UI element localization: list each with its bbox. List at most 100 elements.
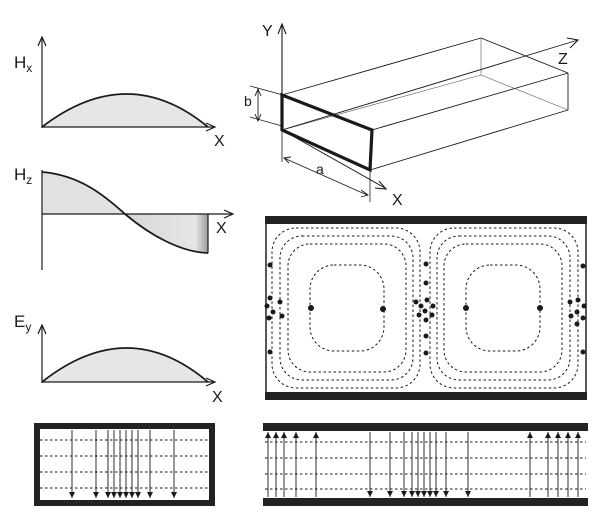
box-edge [371,72,569,131]
guide-y-label: Y [262,23,273,40]
ey-plot: Ey X [14,312,223,406]
end-view-arrows [69,430,177,498]
field-arrowhead [93,492,99,498]
field-arrowhead [105,492,111,498]
field-arrowhead [555,432,561,438]
end-view-e-field [34,423,215,506]
dim-b-ext-bottom [249,116,283,127]
field-dot [567,299,573,305]
field-dot [463,305,469,311]
field-arrowhead [443,491,449,497]
field-loop [279,235,414,381]
field-dot [537,305,543,311]
field-dot [413,299,419,305]
field-loop [436,235,571,381]
left-cell-loops [271,227,421,389]
svg-text:Hx: Hx [14,53,32,75]
field-dot [266,315,272,321]
field-arrowhead [527,432,533,438]
box-hidden-edge [281,74,482,131]
field-arrowhead [367,491,373,497]
hx-label: H [14,53,26,72]
field-dot [580,263,586,269]
field-dot [423,261,429,267]
field-arrowhead [545,432,551,438]
field-dot [267,262,273,268]
dim-b-ext-top [249,85,284,96]
field-dot [277,299,283,305]
box-edge [480,37,569,74]
field-arrowhead [281,432,287,438]
field-arrowhead [433,491,439,497]
field-dot [568,313,574,319]
field-dot [423,280,429,286]
guide-x-label: X [392,192,403,209]
field-arrowhead [171,492,177,498]
side-view-arrows [265,432,581,497]
field-arrowhead [293,432,299,438]
svg-text:Hz: Hz [14,165,32,187]
e-field-dots [264,261,587,356]
ey-label: E [14,312,25,331]
field-arrowhead [123,492,129,498]
field-loop [443,243,563,373]
field-dot [279,313,285,319]
right-cell-loops [429,227,579,389]
hx-y-arrow [37,35,47,47]
dim-b-arrow-bottom [254,113,262,123]
field-arrowhead [427,491,433,497]
ey-x-label: X [212,389,223,406]
field-dot [380,306,386,312]
field-arrowhead [313,432,319,438]
field-arrowhead [117,492,123,498]
cross-section-field-pattern [264,216,587,400]
field-dot [423,350,429,356]
field-dot [423,333,429,339]
field-dot [423,317,429,323]
end-view-dashed-lines [40,439,209,489]
hz-x-label: X [216,220,227,237]
field-dot [574,321,580,327]
dim-a-line [283,157,368,196]
waveguide-front-face [280,92,374,173]
field-arrowhead [387,491,393,497]
ey-y-arrow [37,323,47,335]
field-loop [309,264,385,352]
field-dot [416,312,422,318]
field-loop [465,264,541,352]
field-arrowhead [421,491,427,497]
field-arrowhead [273,432,279,438]
ey-curve [41,347,209,383]
field-arrowhead [575,432,581,438]
guide-z-axis [281,39,579,131]
guide-wall-bottom [265,392,587,400]
field-loop [271,227,421,389]
hz-plot: Hz X [14,165,235,270]
hx-plot: Hx X [14,35,225,150]
waveguide-3d: Y Z X b a [244,22,580,209]
hz-fill-positive [42,172,125,214]
box-edge [281,37,482,96]
field-loop [287,243,407,373]
hx-x-arrow [205,122,217,132]
field-arrowhead [409,491,415,497]
field-arrowhead [415,491,421,497]
side-view-wall-bottom [263,498,588,506]
field-dot [267,349,273,355]
field-dot [430,303,436,309]
hx-x-label: X [214,133,225,150]
field-dot [580,315,586,321]
field-loop [429,227,579,389]
field-arrowhead [401,491,407,497]
hz-label-sub: z [26,173,32,187]
end-view-frame [34,423,215,506]
hx-label-sub: x [26,61,32,75]
guide-x-arrow [374,180,388,190]
field-dot [581,303,587,309]
ey-x-arrow [205,377,217,387]
side-view-wall-top [263,423,588,431]
hz-fill-negative [125,214,208,253]
guide-wall-top [265,216,587,224]
field-dot [308,305,314,311]
